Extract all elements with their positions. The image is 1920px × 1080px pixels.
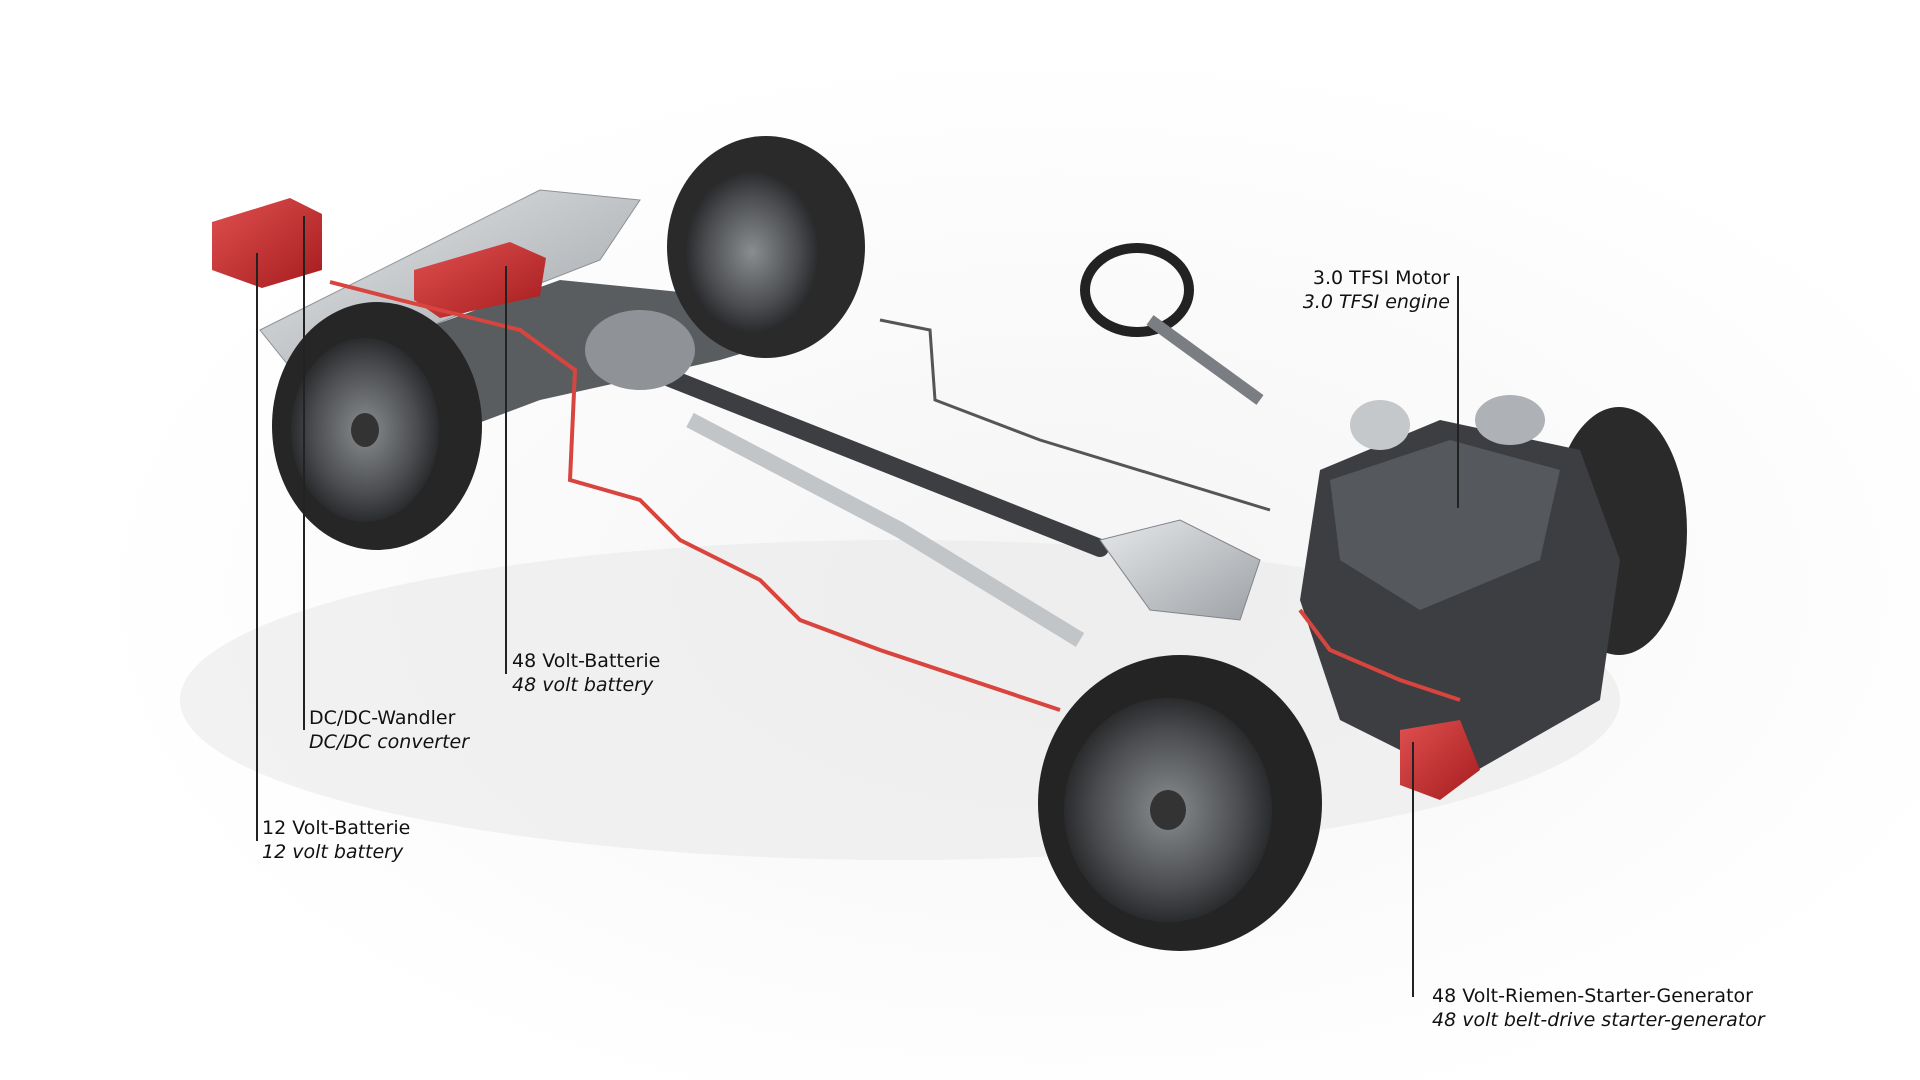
12v-battery-label: 12 Volt-Batterie 12 volt battery xyxy=(262,816,410,864)
engine-leader-line xyxy=(1457,276,1459,508)
driveshaft xyxy=(661,369,1109,557)
48v-battery-label-en: 48 volt battery xyxy=(512,674,654,696)
dcdc-label-en: DC/DC converter xyxy=(309,731,470,753)
starter-generator-label: 48 Volt-Riemen-Starter-Generator 48 volt… xyxy=(1432,984,1765,1032)
dcdc-leader-line xyxy=(303,216,305,730)
rear-right-wheel xyxy=(667,136,865,358)
transmission xyxy=(1099,519,1261,621)
engine-cable xyxy=(1298,608,1461,702)
steering-wheel xyxy=(1080,243,1264,405)
12v-battery-label-en: 12 volt battery xyxy=(262,841,404,863)
48v-battery-label-de: 48 Volt-Batterie xyxy=(512,650,661,672)
starter-generator-label-en: 48 volt belt-drive starter-generator xyxy=(1432,1009,1765,1031)
engine-label-de: 3.0 TFSI Motor xyxy=(1312,267,1450,289)
front-left-wheel xyxy=(1038,655,1322,951)
12v-battery-label-de: 12 Volt-Batterie xyxy=(262,817,411,839)
engine-label: 3.0 TFSI Motor 3.0 TFSI engine xyxy=(1300,266,1450,314)
engine-label-en: 3.0 TFSI engine xyxy=(1302,291,1450,313)
starter-generator-leader-line xyxy=(1412,742,1414,997)
starter-generator-label-de: 48 Volt-Riemen-Starter-Generator xyxy=(1432,985,1753,1007)
starter-generator xyxy=(1400,720,1480,800)
dcdc-label: DC/DC-Wandler DC/DC converter xyxy=(309,706,469,754)
rear-left-wheel xyxy=(272,302,482,550)
48v-battery-leader-line xyxy=(505,266,507,674)
brake-line xyxy=(879,318,1271,512)
12v-battery-shape xyxy=(212,198,322,288)
48v-battery-shape xyxy=(414,242,546,318)
48v-battery-label: 48 Volt-Batterie 48 volt battery xyxy=(512,649,660,697)
dcdc-label-de: DC/DC-Wandler xyxy=(309,707,456,729)
engine-block xyxy=(1300,395,1620,780)
exhaust-pipe xyxy=(686,412,1085,647)
12v-battery-leader-line xyxy=(256,253,258,841)
rear-differential xyxy=(585,310,695,390)
48v-cable xyxy=(329,280,1061,712)
